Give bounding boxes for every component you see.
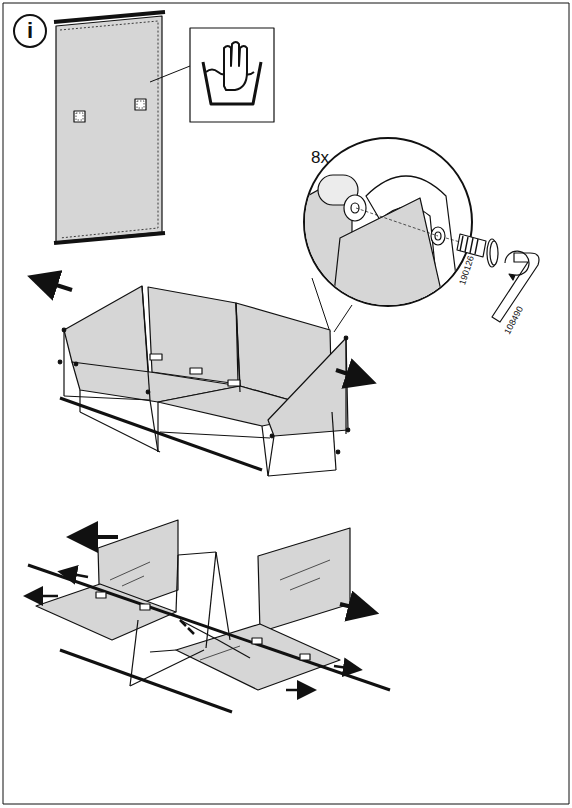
bolt bbox=[457, 234, 498, 267]
page-frame bbox=[3, 3, 569, 804]
exploded-sofa bbox=[28, 520, 390, 712]
fabric-panel bbox=[54, 12, 190, 243]
info-letter: i bbox=[27, 20, 33, 42]
quantity-label: 8x bbox=[311, 149, 329, 166]
assembled-sofa bbox=[50, 283, 354, 476]
info-icon bbox=[14, 15, 46, 47]
detail-zoom bbox=[300, 138, 472, 332]
hand-wash-symbol bbox=[190, 28, 274, 122]
